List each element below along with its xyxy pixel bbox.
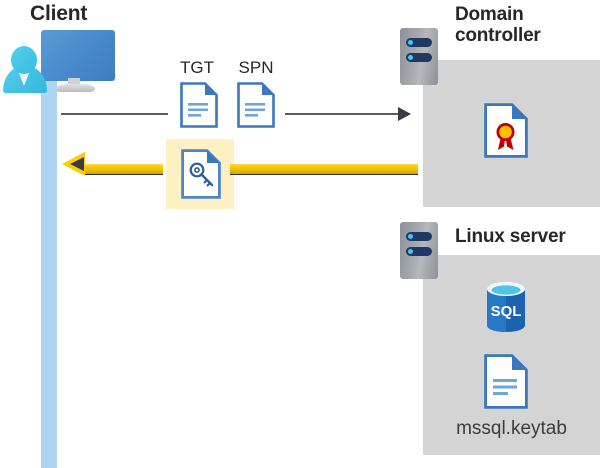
- response-arrow-segment-left: [83, 164, 163, 175]
- server-led-pill-bottom-icon: [406, 53, 432, 62]
- request-arrow-segment-left: [61, 113, 168, 115]
- tgt-document-icon: [180, 82, 218, 128]
- spn-document-icon: [237, 82, 275, 128]
- linux-server-server-icon: [400, 222, 438, 279]
- request-arrowhead-icon: [398, 107, 411, 121]
- sql-database-icon: SQL: [484, 281, 528, 333]
- linux-server-title: Linux server: [455, 226, 566, 247]
- key-document-icon: [181, 149, 221, 199]
- keytab-filename-label: mssql.keytab: [456, 418, 567, 439]
- server-led-pill-top-icon: [406, 232, 432, 241]
- certificate-icon: [484, 103, 528, 158]
- person-head-icon: [11, 46, 37, 74]
- client-title: Client: [30, 2, 88, 25]
- keytab-document-icon: [484, 354, 528, 409]
- spn-label: SPN: [238, 58, 274, 77]
- response-arrow-segment-right: [230, 164, 418, 175]
- request-arrow-segment-right: [285, 113, 400, 115]
- server-led-pill-bottom-icon: [406, 247, 432, 256]
- response-arrowhead-icon: [70, 157, 84, 171]
- svg-text:SQL: SQL: [491, 303, 522, 320]
- server-led-pill-top-icon: [406, 38, 432, 47]
- monitor-neck-icon: [68, 78, 80, 89]
- tgt-label: TGT: [180, 58, 214, 77]
- monitor-base-icon: [55, 84, 95, 92]
- client-lifeline: [41, 68, 57, 468]
- domain-controller-server-icon: [400, 28, 438, 85]
- monitor-screen-icon: [41, 30, 115, 81]
- domain-controller-title: Domain controller: [455, 4, 541, 47]
